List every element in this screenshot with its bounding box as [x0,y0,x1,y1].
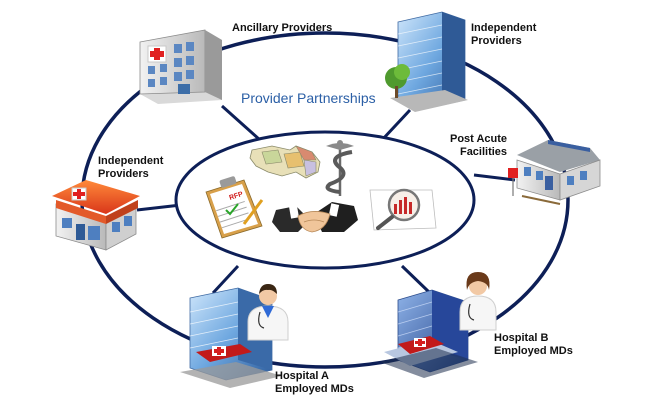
handshake-icon [272,202,358,233]
diagram-title: Provider Partnerships [241,90,376,106]
office-tower-icon [385,11,468,112]
hospital-with-doctor-icon [180,284,289,388]
label-post-acute-facilities: Post Acute Facilities [450,133,508,158]
caduceus-dollar-icon [325,140,354,196]
label-hospital-a: Hospital A Employed MDs [275,370,354,395]
spoke-lines [136,104,516,295]
clipboard-rfp-icon: RFP [205,176,264,239]
hospital-building-icon [139,29,222,104]
map-icon [249,145,321,179]
label-independent-providers-left: Independent Providers [98,155,164,180]
hospital-with-doctor-icon [380,272,497,378]
label-hospital-b: Hospital B Employed MDs [494,332,573,357]
clinic-icon [52,180,140,251]
inner-ellipse [174,130,476,270]
magnifier-chart-icon [369,188,437,231]
label-independent-providers-top: Independent Providers [471,22,537,47]
care-facility-icon [508,140,601,205]
clipboard-label: RFP [228,191,244,202]
label-ancillary-providers: Ancillary Providers [232,22,333,34]
